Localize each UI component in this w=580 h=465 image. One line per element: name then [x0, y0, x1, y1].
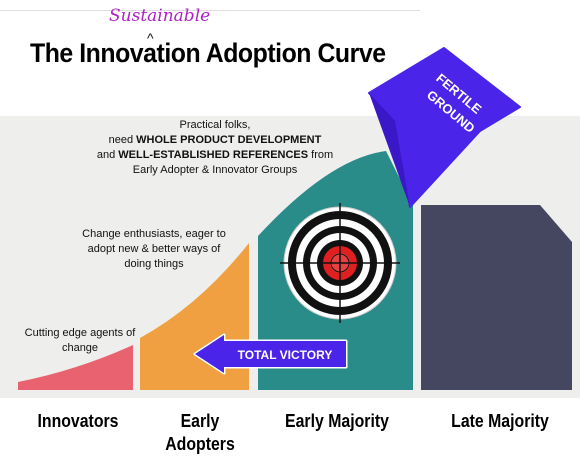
- note-line-3-suffix: from: [308, 149, 334, 161]
- late-majority-label: Late Majority: [451, 411, 549, 431]
- note-line-4: Early Adopter & Innovator Groups: [132, 164, 298, 176]
- late-majority-segment: [421, 205, 572, 390]
- early-majority-label: Early Majority: [285, 411, 389, 431]
- title-insert-word: Sustainable: [109, 6, 211, 26]
- note-line-3-bold: WELL-ESTABLISHED REFERENCES: [118, 149, 309, 161]
- total-victory-arrow: TOTAL VICTORY: [193, 333, 348, 375]
- early-adopters-label: Early Adopters: [165, 411, 235, 454]
- top-rule: [0, 10, 420, 11]
- note-line-2-bold: WHOLE PRODUCT DEVELOPMENT: [136, 134, 322, 146]
- early-adopters-note: Change enthusiasts, eager to adopt new &…: [82, 228, 226, 270]
- innovators-segment: [18, 345, 133, 390]
- note-line-3: and WELL-ESTABLISHED REFERENCES from: [95, 148, 335, 163]
- note-line-1: Practical folks,: [179, 119, 251, 131]
- early-majority-note: Practical folks, need WHOLE PRODUCT DEVE…: [95, 118, 335, 178]
- target-icon: [280, 203, 400, 323]
- total-victory-label: TOTAL VICTORY: [238, 348, 333, 362]
- note-line-2-prefix: need: [108, 134, 137, 146]
- fertile-ground-arrow: FERTILE GROUND: [368, 47, 521, 208]
- note-line-2: need WHOLE PRODUCT DEVELOPMENT: [95, 133, 335, 148]
- page-title: The Innovation Adoption Curve: [30, 38, 386, 68]
- innovators-label: Innovators: [37, 411, 119, 431]
- innovators-note: Cutting edge agents of change: [24, 327, 136, 354]
- note-line-3-prefix: and: [96, 149, 119, 161]
- title-insert-caret: ^: [147, 30, 154, 46]
